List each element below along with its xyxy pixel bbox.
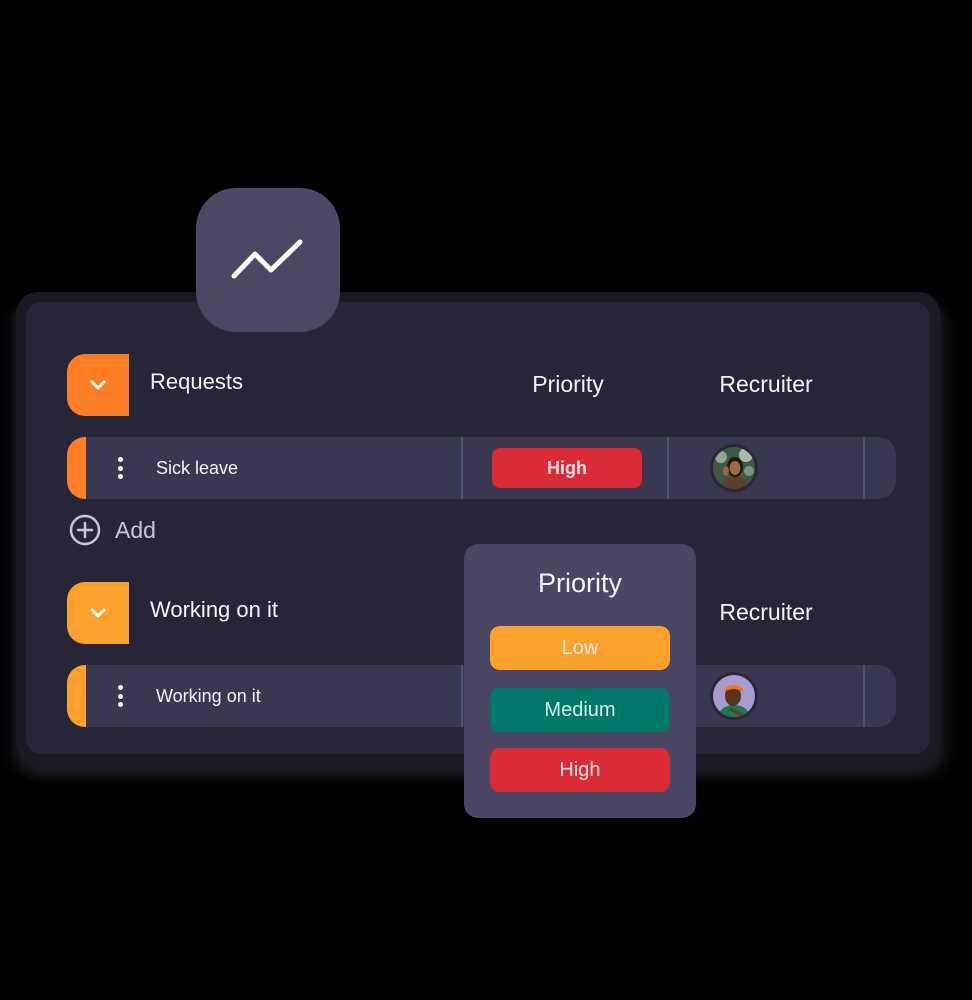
add-item-button[interactable]: Add xyxy=(69,513,156,547)
priority-badge[interactable]: High xyxy=(492,448,642,488)
row-item-name[interactable]: Working on it xyxy=(156,686,261,706)
column-header-recruiter: Recruiter xyxy=(719,371,813,397)
priority-option-low[interactable]: Low xyxy=(490,626,670,670)
row-status-accent xyxy=(67,437,86,499)
column-divider xyxy=(863,437,865,499)
table-row[interactable]: Sick leave High xyxy=(67,437,896,499)
priority-option-high[interactable]: High xyxy=(490,748,670,792)
add-label: Add xyxy=(115,516,156,543)
column-divider xyxy=(863,665,865,727)
row-item-name[interactable]: Sick leave xyxy=(156,458,239,478)
column-divider xyxy=(461,665,463,727)
chevron-down-icon xyxy=(90,380,106,390)
chevron-down-icon xyxy=(90,608,106,618)
priority-dropdown-title: Priority xyxy=(537,568,622,598)
woman-portrait-avatar-icon xyxy=(713,447,755,489)
kebab-menu-icon[interactable] xyxy=(111,455,129,481)
kebab-menu-icon[interactable] xyxy=(111,683,129,709)
column-divider xyxy=(461,437,463,499)
man-orange-headband-avatar-icon xyxy=(713,675,755,717)
priority-option-medium[interactable]: Medium xyxy=(490,688,670,732)
column-header-priority: Priority xyxy=(532,371,604,397)
group-toggle-working-on-it[interactable] xyxy=(67,582,129,644)
trending-line-icon xyxy=(231,239,303,279)
plus-circle-icon xyxy=(69,514,101,546)
priority-dropdown: Priority Low Medium High xyxy=(464,544,696,818)
recruiter-avatar[interactable] xyxy=(710,672,758,720)
group-toggle-requests[interactable] xyxy=(67,354,129,416)
app-icon-tile[interactable] xyxy=(196,188,340,332)
column-header-recruiter: Recruiter xyxy=(719,599,813,625)
column-divider xyxy=(667,437,669,499)
recruiter-avatar[interactable] xyxy=(710,444,758,492)
row-status-accent xyxy=(67,665,86,727)
group-title-working-on-it: Working on it xyxy=(150,597,278,622)
group-title-requests: Requests xyxy=(150,369,243,394)
